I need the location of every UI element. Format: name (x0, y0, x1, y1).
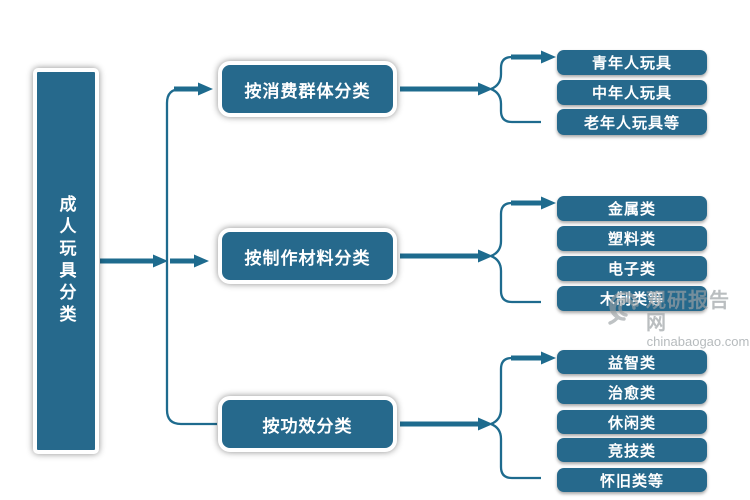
leaf-node: 怀旧类等 (557, 468, 707, 492)
category-node-material: 按制作材料分类 (218, 228, 397, 284)
leaf-node: 益智类 (557, 350, 707, 374)
leaf-node: 休闲类 (557, 410, 707, 434)
leaf-node: 治愈类 (557, 380, 707, 404)
category-node-consumer-group: 按消费群体分类 (218, 61, 397, 117)
watermark: 观研报告网 chinabaogao.com (606, 290, 750, 350)
category-node-function: 按功效分类 (218, 396, 397, 452)
leaf-node: 电子类 (557, 256, 707, 281)
spiral-logo-icon (606, 290, 642, 328)
leaf-node: 竞技类 (557, 438, 707, 462)
leaf-node: 老年人玩具等 (557, 109, 707, 135)
watermark-site-url: chinabaogao.com (646, 334, 750, 349)
leaf-node: 塑料类 (557, 226, 707, 251)
leaf-node: 金属类 (557, 196, 707, 221)
leaf-node: 中年人玩具 (557, 80, 707, 105)
root-node: 成人玩具分类 (33, 68, 99, 454)
leaf-node: 青年人玩具 (557, 50, 707, 75)
watermark-site-name: 观研报告网 (646, 290, 730, 334)
leaf-node: 木制类等 (557, 286, 707, 311)
